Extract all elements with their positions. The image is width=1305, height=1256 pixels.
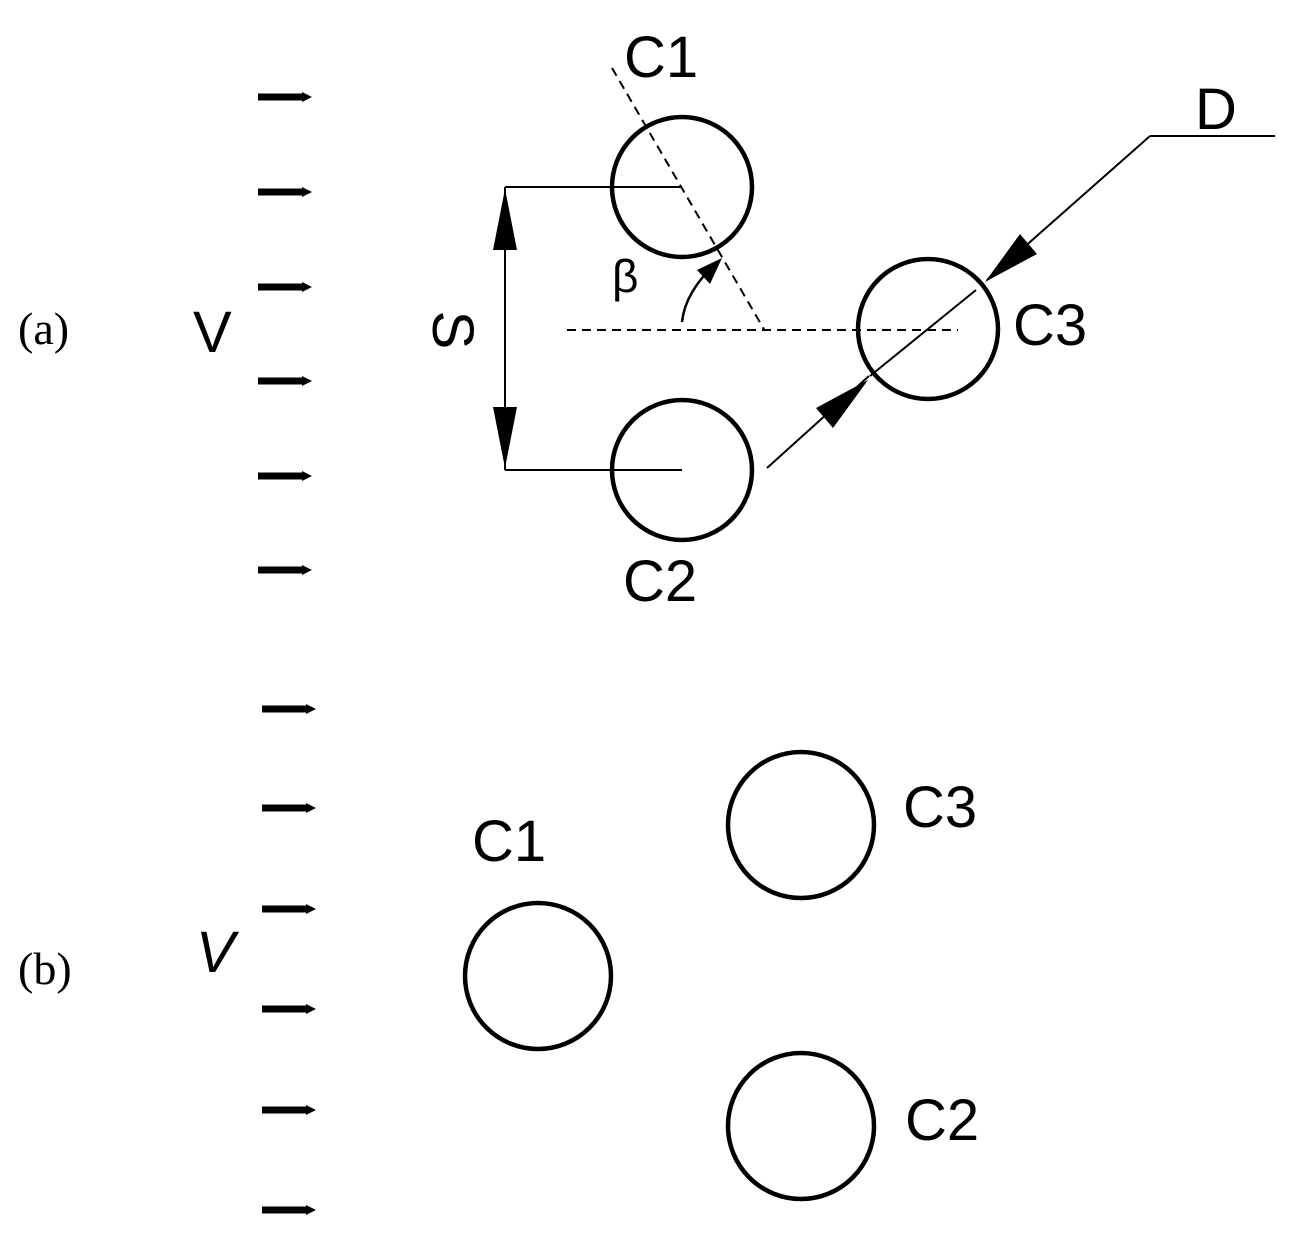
c1-label: C1 xyxy=(624,25,698,90)
c3-label: C3 xyxy=(1013,293,1087,358)
panel-a: (a) V S β xyxy=(18,25,1275,614)
spacing-label: S xyxy=(420,311,485,350)
panel-b-velocity-label: V xyxy=(196,920,240,985)
panel-a-velocity-label: V xyxy=(193,300,232,365)
spacing-arrowhead-bottom xyxy=(493,407,517,468)
diameter-label: D xyxy=(1195,77,1237,142)
cylinder-c3 xyxy=(725,749,877,901)
panel-b-flow-arrows xyxy=(262,704,316,1215)
cylinder-c1 xyxy=(462,900,614,1052)
c1-c3-dashed-line xyxy=(611,67,766,332)
panel-a-label: (a) xyxy=(18,303,69,354)
angle-arrowhead xyxy=(697,258,722,284)
panel-b-label: (b) xyxy=(18,943,72,994)
diameter-arrowhead-bottom xyxy=(816,380,868,428)
c2-label: C2 xyxy=(623,549,697,614)
c1-label: C1 xyxy=(472,809,546,874)
c2-label: C2 xyxy=(905,1088,979,1153)
spacing-dimension xyxy=(504,186,682,471)
angle-label: β xyxy=(612,250,638,302)
c3-label: C3 xyxy=(903,775,977,840)
panel-b: (b) V C1 C3 C2 xyxy=(18,704,979,1215)
diameter-arrowhead-top xyxy=(985,234,1037,282)
cylinder-c2 xyxy=(725,1050,877,1202)
panel-a-flow-arrows xyxy=(258,92,312,575)
spacing-arrowhead-top xyxy=(493,189,517,250)
